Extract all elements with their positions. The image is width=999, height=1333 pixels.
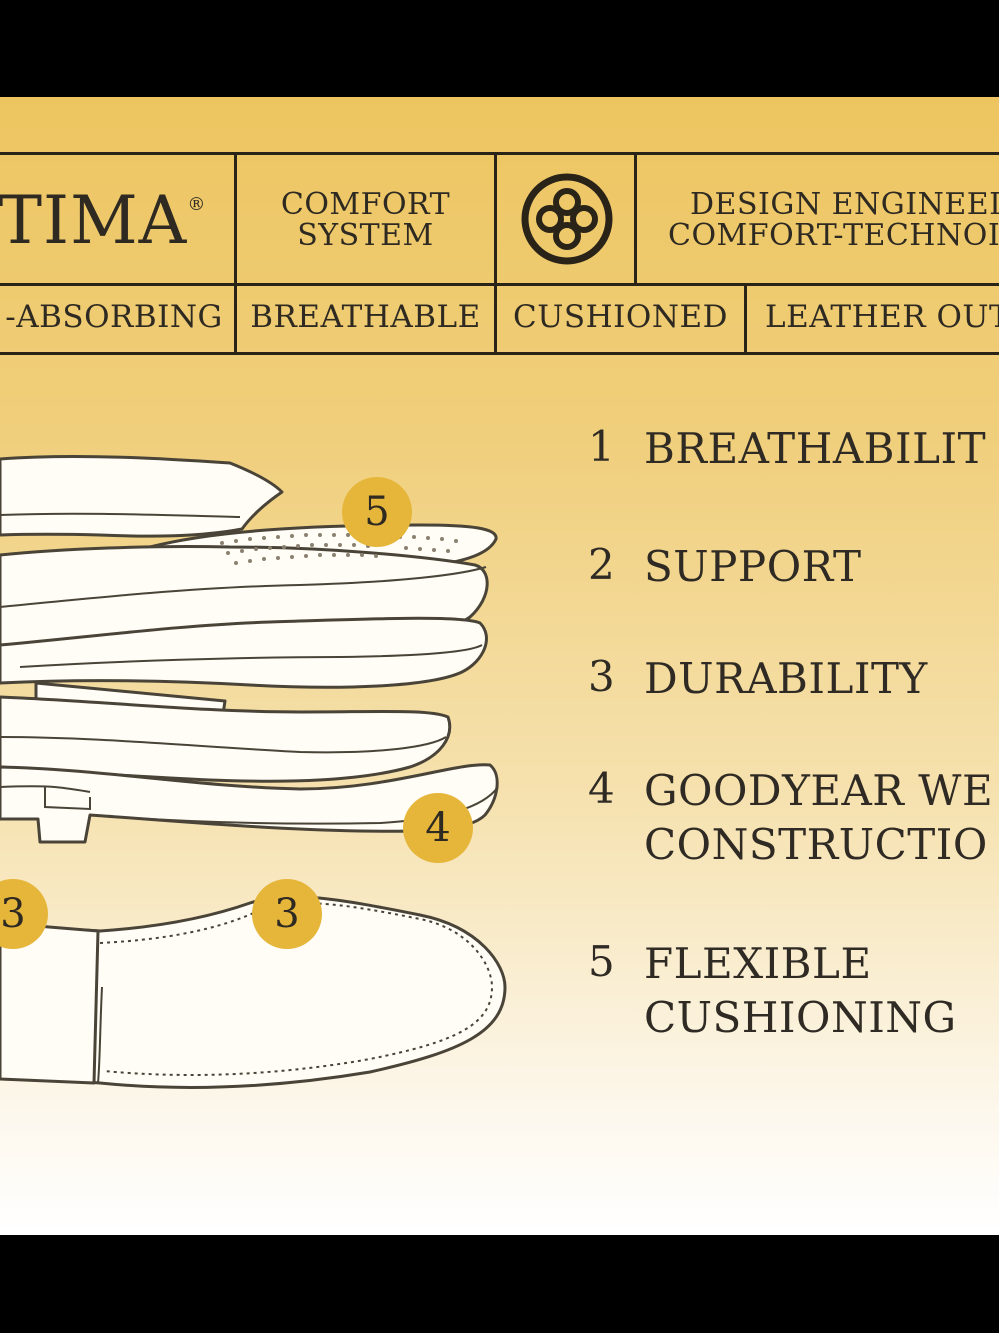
design-tagline: DESIGN ENGINEEI COMFORT-TECHNOI bbox=[668, 187, 999, 253]
heel-counter-layer bbox=[0, 454, 284, 538]
callout-marker-welt: 4 bbox=[403, 793, 473, 863]
attribute-shock-absorbing: -ABSORBING bbox=[5, 299, 223, 335]
attribute-cushioned: CUSHIONED bbox=[513, 299, 728, 335]
comfort-system-label: COMFORT SYSTEM bbox=[280, 187, 451, 253]
attribute-breathable: BREATHABLE bbox=[250, 299, 481, 335]
callout-marker-outsole-toe: 3 bbox=[252, 879, 322, 949]
registered-mark: ® bbox=[187, 194, 207, 215]
insole-perforations bbox=[220, 533, 458, 565]
attribute-leather-outsole: LEATHER OUT bbox=[765, 299, 999, 335]
callout-marker-insole: 5 bbox=[342, 477, 412, 547]
comfort-technology-diagram: TIMA® COMFORT SYSTEM DESIGN ENGINEEI COM… bbox=[0, 97, 999, 1235]
midsole-layer bbox=[0, 616, 488, 689]
brand-name: TIMA® bbox=[0, 182, 207, 259]
four-circle-emblem-icon bbox=[520, 172, 614, 266]
exploded-shoe-illustration bbox=[0, 454, 507, 1089]
shoe-heel-quarter bbox=[0, 921, 100, 1085]
feature-header-table: TIMA® COMFORT SYSTEM DESIGN ENGINEEI COM… bbox=[0, 152, 999, 355]
shoe-upper-outline bbox=[0, 895, 507, 1089]
